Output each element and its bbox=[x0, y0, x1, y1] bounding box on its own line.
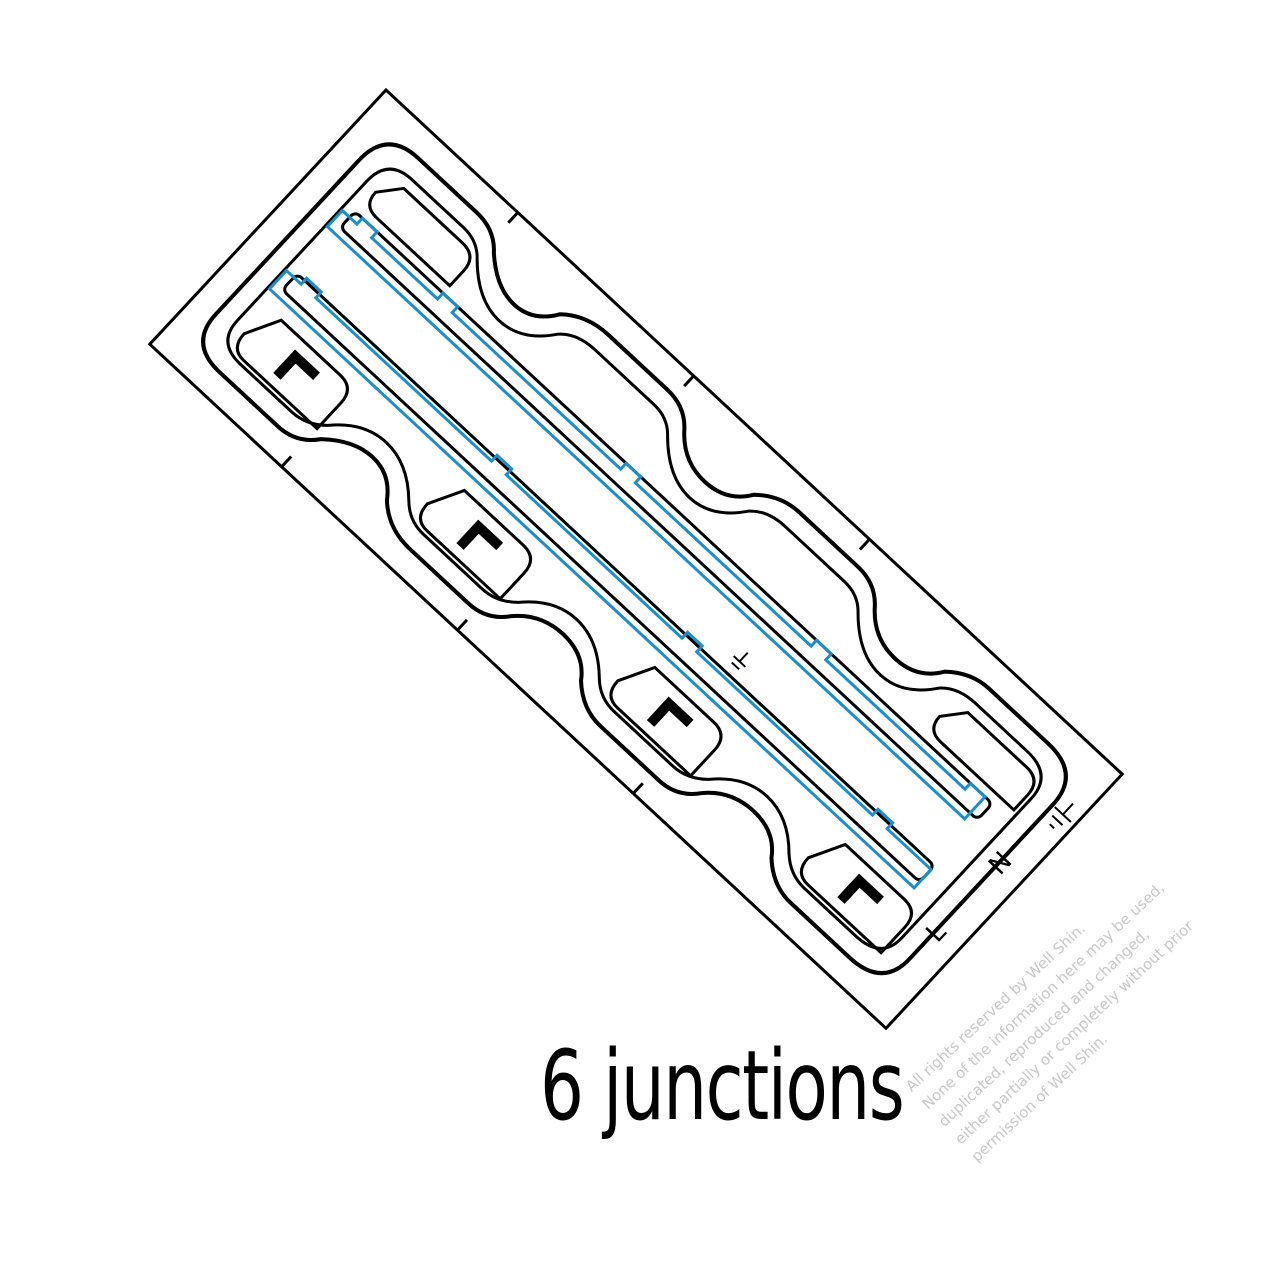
socket-pockets bbox=[235, 186, 1036, 955]
bus-rails bbox=[283, 212, 992, 882]
conductor-neutral bbox=[325, 208, 988, 821]
frame-notches bbox=[280, 211, 871, 795]
power-strip-housing: N L bbox=[147, 87, 1125, 1031]
conductor-line bbox=[267, 268, 934, 891]
junction-count-caption: 6 junctions bbox=[540, 1030, 905, 1142]
inner-housing-outline-2 bbox=[226, 167, 1043, 950]
earth-mark-center bbox=[731, 652, 749, 671]
outer-frame bbox=[147, 87, 1125, 1031]
conductor-strips bbox=[267, 208, 988, 891]
earth-clips bbox=[273, 349, 885, 905]
inner-housing-outline bbox=[201, 142, 1068, 976]
earth-ground-symbol bbox=[1049, 802, 1074, 830]
